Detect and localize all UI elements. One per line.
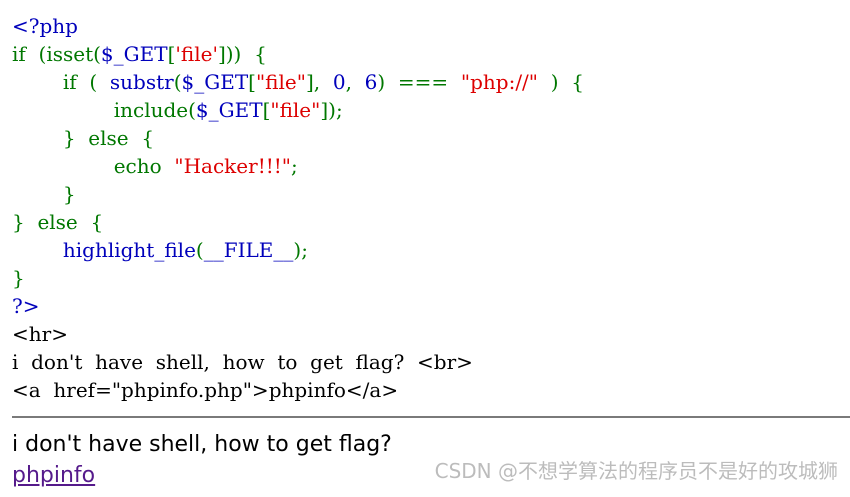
code-token: if	[12, 42, 39, 66]
code-token: [	[262, 98, 271, 122]
code-token: $_GET	[100, 42, 168, 66]
code-line: ?>	[12, 292, 584, 320]
code-token: "Hacker!!!"	[174, 154, 291, 178]
code-token: $_GET	[195, 98, 263, 122]
code-token: );	[293, 238, 308, 262]
code-token: echo	[12, 154, 175, 178]
code-token: 'file'	[175, 42, 218, 66]
code-token: }	[12, 266, 25, 290]
code-line: }	[12, 180, 584, 208]
code-token: $_GET	[181, 70, 249, 94]
code-token: (isset(	[38, 42, 101, 66]
code-token: ],	[305, 70, 333, 94]
code-line: highlight_file(__FILE__);	[12, 236, 584, 264]
code-token: __FILE__	[203, 238, 294, 262]
code-line: <a href="phpinfo.php">phpinfo</a>	[12, 376, 584, 404]
code-token: } else {	[12, 126, 155, 150]
code-token: ,	[345, 70, 365, 94]
code-line: } else {	[12, 208, 584, 236]
code-line: echo "Hacker!!!";	[12, 152, 584, 180]
code-token: ])) {	[217, 42, 267, 66]
code-token: <hr>	[12, 322, 68, 346]
code-line: if (isset($_GET['file'])) {	[12, 40, 584, 68]
code-line: include($_GET["file"]);	[12, 96, 584, 124]
code-token: "file"	[270, 98, 321, 122]
code-token: ]);	[320, 98, 343, 122]
code-token: (	[195, 238, 204, 262]
csdn-watermark: CSDN @不想学算法的程序员不是好的攻城狮	[434, 459, 838, 483]
code-token: <?php	[12, 14, 78, 38]
code-token: "php://"	[460, 70, 538, 94]
code-token: 0	[332, 70, 346, 94]
code-token	[12, 238, 63, 262]
code-token: ) {	[538, 70, 584, 94]
code-token: [	[248, 70, 256, 94]
horizontal-rule	[12, 416, 850, 418]
code-line: } else {	[12, 124, 584, 152]
code-token: if (	[12, 70, 110, 94]
code-line: if ( substr($_GET["file"], 0, 6) === "ph…	[12, 68, 584, 96]
phpinfo-link[interactable]: phpinfo	[12, 463, 96, 488]
code-token: ;	[291, 154, 298, 178]
code-token: ?>	[12, 294, 40, 318]
code-line: <?php	[12, 12, 584, 40]
code-line: i don't have shell, how to get flag? <br…	[12, 348, 584, 376]
code-token: include(	[12, 98, 196, 122]
code-token: i don't have shell, how to get flag? <br…	[12, 350, 473, 374]
code-token: "file"	[255, 70, 306, 94]
code-line: <hr>	[12, 320, 584, 348]
code-token: <a href="phpinfo.php">phpinfo</a>	[12, 378, 399, 402]
code-token: 6	[364, 70, 378, 94]
code-token: substr	[109, 70, 174, 94]
code-token: }	[12, 182, 76, 206]
page-message: i don't have shell, how to get flag?	[12, 432, 392, 457]
code-token: highlight_file	[62, 238, 196, 262]
code-token: } else {	[12, 210, 104, 234]
code-token: [	[167, 42, 176, 66]
code-token: ) ===	[377, 70, 461, 94]
code-token: (	[173, 70, 182, 94]
code-line: }	[12, 264, 584, 292]
